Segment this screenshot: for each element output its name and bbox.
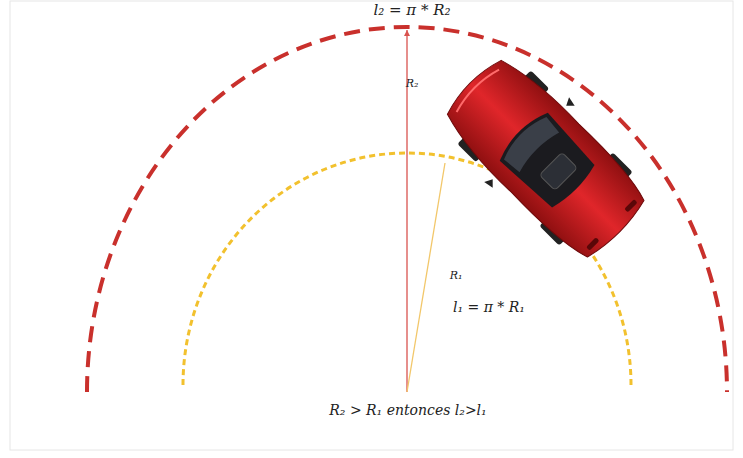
arc-length-label: l₂ = π * R₂ (371, 2, 452, 19)
car-illustration (428, 41, 662, 275)
outer-arc (87, 27, 727, 392)
arc-length-label: l₁ = π * R₁ (451, 300, 527, 315)
radius-label: R₂ (406, 78, 419, 90)
radius-r1 (407, 163, 445, 392)
comparison-note: R₂ > R₁ entonces l₂>l₁ (329, 403, 486, 418)
radius-label: R₁ (450, 270, 463, 282)
frame (10, 1, 733, 450)
